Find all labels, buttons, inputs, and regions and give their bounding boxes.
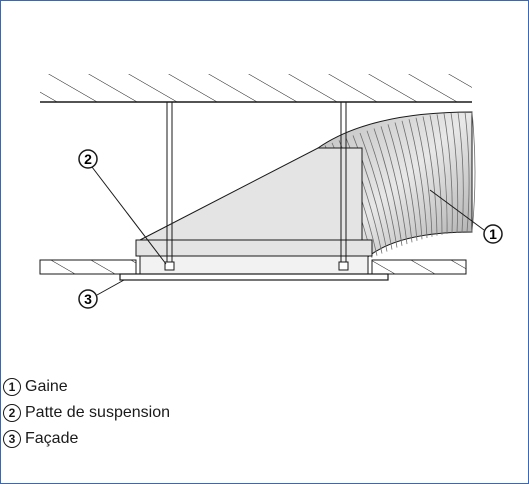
legend-item: 3 Façade [3, 426, 170, 452]
legend-number: 1 [3, 378, 21, 396]
callout-1-number: 1 [489, 226, 497, 242]
duct-rib [450, 112, 459, 233]
callout-3-number: 3 [84, 291, 92, 307]
duct-rib [436, 114, 448, 234]
duct-rib [387, 124, 413, 243]
duct-rib [429, 115, 443, 235]
unit-body-top [135, 239, 373, 257]
false-ceiling-left [39, 259, 137, 275]
callout-3-circle [78, 289, 98, 309]
legend-number: 3 [3, 430, 21, 448]
duct-rib [401, 120, 423, 240]
callout-2-number: 2 [84, 151, 92, 167]
duct-rib [359, 132, 393, 250]
legend-label: Patte de suspension [25, 404, 170, 421]
callout-1-leader [429, 189, 485, 231]
plenum-box [139, 147, 363, 241]
ceiling-slab [40, 74, 472, 102]
false-ceiling-right [371, 259, 467, 275]
callout-1-circle [483, 224, 503, 244]
legend-label: Gaine [25, 378, 68, 395]
suspension-rod-right [340, 102, 347, 262]
duct-rib [415, 117, 433, 237]
facade-panel [119, 273, 389, 281]
hanging-bracket-left [164, 261, 175, 271]
duct-rib [422, 116, 438, 236]
duct-rib [471, 111, 476, 233]
suspension-rod-left [166, 102, 173, 262]
legend-item: 1 Gaine [3, 374, 170, 400]
legend-item: 2 Patte de suspension [3, 400, 170, 426]
legend-number: 2 [3, 404, 21, 422]
legend: 1 Gaine 2 Patte de suspension 3 Façade [3, 374, 170, 452]
legend-label: Façade [25, 430, 79, 447]
duct-rib [464, 112, 470, 233]
duct-rib [408, 119, 428, 239]
duct-rib [443, 113, 453, 234]
duct-rib [380, 126, 408, 245]
duct-rib [457, 112, 464, 233]
callout-2-leader [91, 166, 167, 265]
hanging-bracket-right [338, 261, 349, 271]
duct-rib [373, 128, 403, 246]
duct-rib [366, 130, 398, 248]
callout-3-leader [96, 279, 125, 296]
duct-rib [394, 122, 418, 241]
callout-2-circle [78, 149, 98, 169]
